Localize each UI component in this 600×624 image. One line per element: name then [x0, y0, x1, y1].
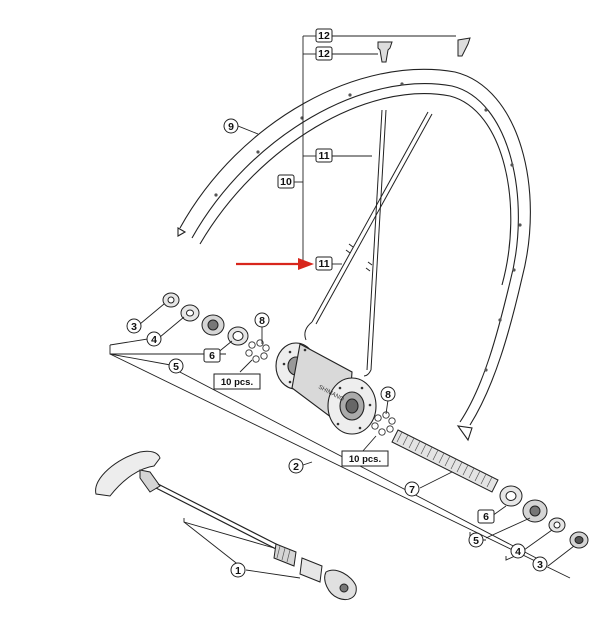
bearing-balls-right [371, 411, 396, 436]
svg-text:3: 3 [537, 559, 543, 571]
quantity-label-left: 10 pcs. [213, 373, 261, 390]
svg-text:6: 6 [209, 350, 215, 362]
callout-9: 9 [223, 118, 239, 134]
svg-text:11: 11 [318, 258, 329, 270]
rim [177, 68, 531, 442]
svg-text:10 pcs.: 10 pcs. [221, 377, 253, 388]
callout-12-top: 12 [315, 28, 333, 43]
left-hub-parts [162, 292, 249, 346]
quantity-label-right: 10 pcs. [341, 450, 389, 467]
callout-8-right: 8 [380, 386, 396, 402]
callouts: 12 12 11 10 11 9 3 4 [126, 28, 548, 578]
svg-text:4: 4 [515, 546, 521, 558]
svg-text:8: 8 [259, 315, 265, 327]
callout-7: 7 [404, 481, 420, 497]
bearing-balls-left [245, 339, 270, 363]
svg-text:12: 12 [318, 30, 330, 42]
callout-10: 10 [277, 174, 295, 189]
svg-text:5: 5 [173, 361, 179, 373]
svg-text:1: 1 [235, 565, 241, 577]
red-pointer-arrow [236, 258, 314, 270]
svg-text:10 pcs.: 10 pcs. [349, 454, 381, 465]
right-hub-parts [499, 485, 589, 549]
svg-text:2: 2 [293, 461, 299, 473]
svg-text:6: 6 [483, 511, 489, 523]
svg-text:4: 4 [151, 334, 157, 346]
svg-text:11: 11 [318, 150, 329, 162]
callout-8-left: 8 [254, 312, 270, 328]
spoke-nipples [377, 37, 471, 63]
svg-text:8: 8 [385, 389, 391, 401]
spokes [304, 109, 433, 377]
callout-11-arrow: 11 [315, 256, 333, 271]
callout-3-right: 3 [532, 556, 548, 572]
hub-body: SHIMANO [275, 342, 377, 435]
svg-text:10: 10 [280, 176, 292, 188]
callout-2: 2 [288, 458, 304, 474]
svg-text:3: 3 [131, 321, 137, 333]
callout-11-top: 11 [315, 148, 333, 163]
callout-1: 1 [230, 562, 246, 578]
callout-5-right: 5 [468, 532, 484, 548]
axle [391, 429, 499, 493]
callout-4-right: 4 [510, 543, 526, 559]
callout-3-left: 3 [126, 318, 142, 334]
svg-text:5: 5 [473, 535, 479, 547]
quick-release-skewer [95, 450, 357, 600]
callout-6-right: 6 [477, 509, 495, 524]
svg-text:12: 12 [318, 48, 330, 60]
svg-text:7: 7 [409, 484, 415, 496]
callout-4-left: 4 [146, 331, 162, 347]
callout-12-second: 12 [315, 46, 333, 61]
callout-6-left: 6 [203, 348, 221, 363]
callout-5-left: 5 [168, 358, 184, 374]
svg-text:9: 9 [228, 121, 234, 133]
